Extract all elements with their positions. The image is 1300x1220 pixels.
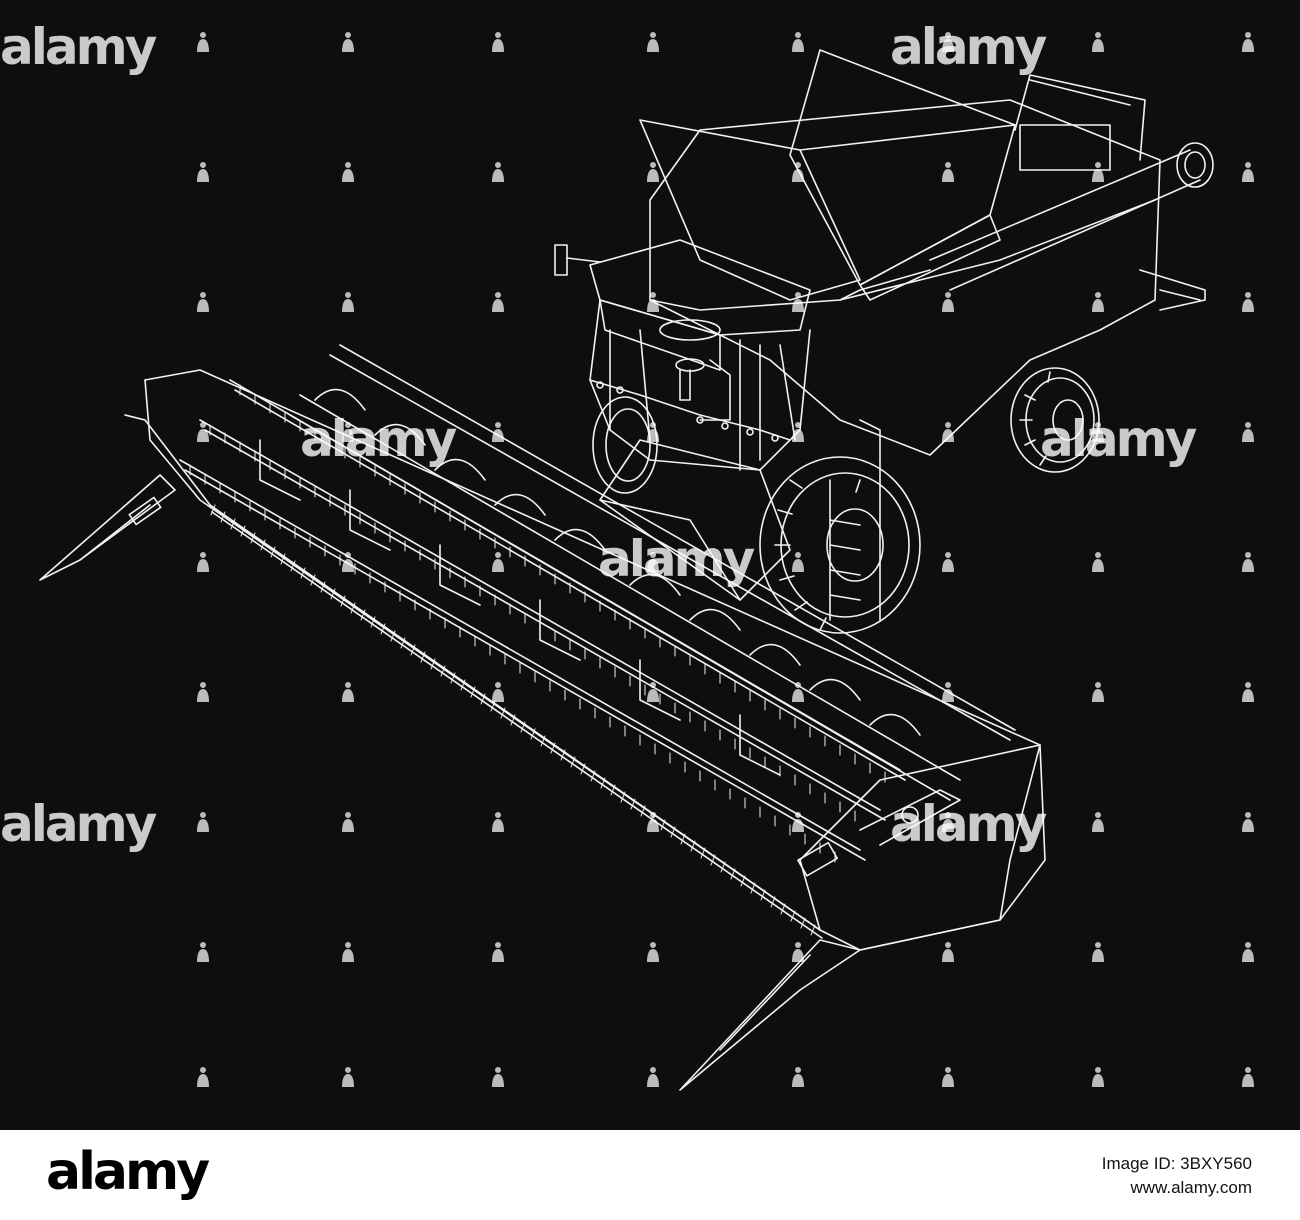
reel-tines — [189, 384, 886, 863]
footer-logo[interactable]: alamy — [46, 1142, 210, 1202]
stock-footer: alamy Image ID: 3BXY560 www.alamy.com — [0, 1130, 1300, 1220]
combine-harvester-drawing — [39, 49, 1214, 1091]
rear-wheel — [1010, 367, 1100, 473]
harvester-body — [554, 49, 1214, 621]
front-right-wheel — [759, 456, 921, 634]
image-id-label: Image ID: 3BXY560 — [1101, 1154, 1252, 1173]
footer-url[interactable]: www.alamy.com — [1130, 1178, 1252, 1197]
reel-bats — [179, 379, 906, 861]
auger-flights — [314, 388, 921, 736]
header-platform — [39, 344, 1046, 1091]
cutter-teeth — [210, 504, 816, 936]
front-left-wheel — [592, 396, 658, 494]
